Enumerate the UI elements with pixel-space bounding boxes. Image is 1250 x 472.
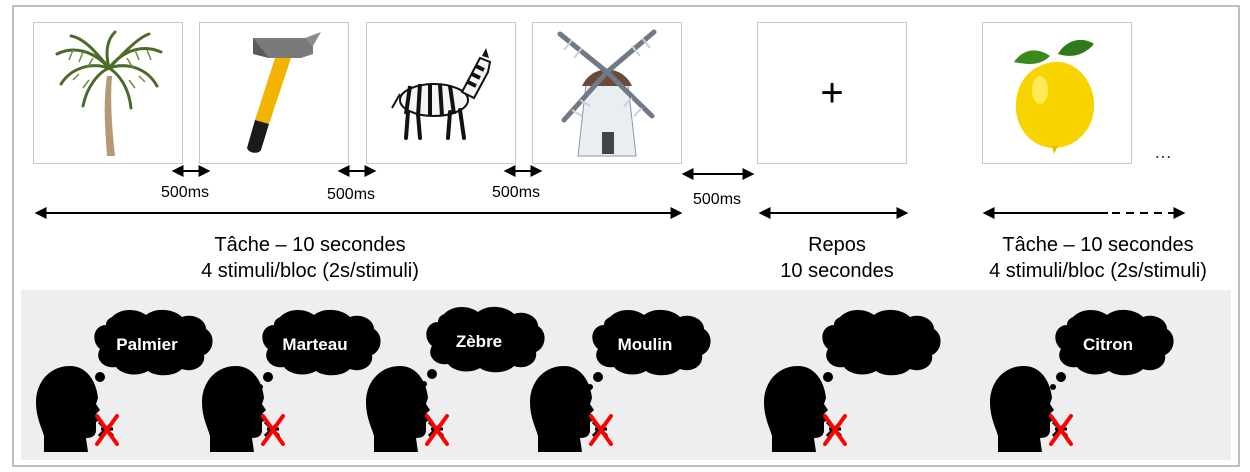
speech-word-6: Citron [1082,335,1134,354]
stimulus-zebra-card [366,22,516,164]
stimulus-lemon-card [982,22,1132,164]
speech-word-4: Moulin [617,335,673,354]
interval-label-1: 500ms [161,184,210,201]
rest-block-title: Repos [808,234,866,256]
lemon-image [1014,39,1095,154]
speech-word-1: Palmier [116,335,178,354]
palm-tree-image [55,30,163,156]
stimulus-palm-tree-card [33,22,183,164]
speech-word-3: Zèbre [455,332,503,351]
windmill-image [557,29,657,157]
speech-word-2: Marteau [282,335,348,354]
stimulus-hammer-card [199,22,349,164]
task-block-2-subtitle: 4 stimuli/bloc (2s/stimuli) [989,260,1207,282]
interval-label-3: 500ms [492,184,541,201]
continuation-ellipsis: … [1154,142,1172,162]
stimulus-fixation-card: + [757,22,907,164]
interval-label-4: 500ms [693,191,742,208]
hammer-image [247,32,321,153]
zebra-image [391,48,492,140]
task-block-2-title: Tâche – 10 secondes [1002,234,1194,256]
fixation-cross: + [820,71,844,115]
rest-block-subtitle: 10 secondes [780,260,894,282]
stimulus-windmill-card [532,22,682,164]
task-block-1-title: Tâche – 10 secondes [214,234,406,256]
interval-label-2: 500ms [327,186,376,203]
covert-naming-panel [21,290,1231,460]
task-block-1-subtitle: 4 stimuli/bloc (2s/stimuli) [201,260,419,282]
